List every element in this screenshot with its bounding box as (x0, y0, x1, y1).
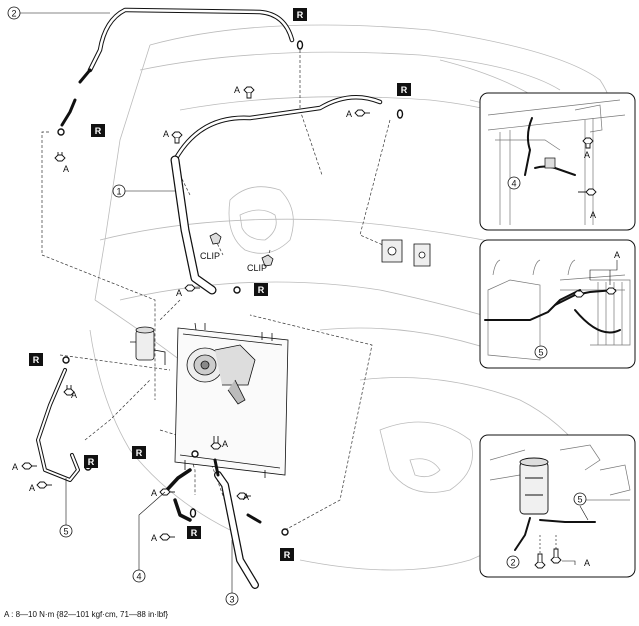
svg-text:5: 5 (63, 527, 68, 537)
svg-text:A: A (176, 288, 182, 298)
a-labels: A A A A A A A A A A A A (12, 85, 352, 543)
detail-inset-1: A A 4 (479, 92, 636, 231)
svg-text:2: 2 (11, 9, 16, 19)
r-mark: R (29, 353, 43, 366)
svg-text:A: A (614, 250, 620, 260)
svg-text:A: A (63, 164, 69, 174)
o-ring (396, 109, 404, 119)
clip-label: CLIP (247, 263, 267, 273)
bolt-icon (534, 553, 546, 569)
callout-1: 1 (112, 184, 175, 198)
svg-text:R: R (258, 285, 265, 295)
svg-text:R: R (33, 355, 40, 365)
o-ring (57, 128, 65, 136)
bolt-icon (54, 152, 66, 162)
line-bracket (381, 239, 431, 267)
r-mark: R (84, 455, 98, 468)
svg-text:5: 5 (577, 495, 582, 505)
svg-text:A: A (234, 85, 240, 95)
o-ring (62, 356, 70, 364)
bolt-icon (36, 481, 52, 489)
svg-text:A: A (12, 462, 18, 472)
r-mark: R (293, 8, 307, 21)
svg-text:R: R (136, 448, 143, 458)
ac-pipes (36, 7, 383, 589)
r-mark: R (254, 283, 268, 296)
clips (209, 232, 274, 267)
svg-text:A: A (29, 483, 35, 493)
r-mark: R (397, 83, 411, 96)
bolt-icon (243, 86, 255, 99)
bolt-icon (605, 287, 617, 295)
svg-text:A: A (222, 439, 228, 449)
r-mark: R (280, 548, 294, 561)
bolt-icon (354, 109, 370, 117)
r-mark: R (187, 526, 201, 539)
torque-note: A : 8—10 N·m {82—101 kgf·cm, 71—88 in·lb… (4, 610, 169, 619)
callout-2: 2 (7, 6, 110, 20)
svg-text:2: 2 (510, 558, 515, 568)
svg-text:A: A (590, 210, 596, 220)
callout-3: 3 (225, 540, 239, 606)
svg-text:A: A (346, 109, 352, 119)
callout-4: 4 (132, 491, 166, 583)
svg-text:A: A (71, 390, 77, 400)
svg-text:A: A (163, 129, 169, 139)
bolt-icon (578, 188, 597, 196)
svg-text:3: 3 (229, 595, 234, 605)
svg-text:A: A (243, 492, 249, 502)
svg-text:R: R (297, 10, 304, 20)
svg-text:4: 4 (136, 572, 141, 582)
bolt-icon (21, 462, 37, 470)
o-ring (281, 528, 289, 536)
o-ring (191, 450, 199, 458)
svg-text:R: R (88, 457, 95, 467)
clip-icon (261, 254, 274, 267)
compressor (186, 344, 256, 405)
r-mark: R (91, 124, 105, 137)
o-ring (189, 508, 197, 518)
svg-text:A: A (151, 533, 157, 543)
pipe-4 (163, 468, 192, 522)
svg-text:A: A (584, 150, 590, 160)
bolt-icon (550, 548, 562, 564)
bolt-icon (573, 290, 585, 298)
bolt-icon (184, 284, 200, 292)
bolt-icon (159, 533, 175, 541)
receiver-drier (130, 326, 166, 365)
bolt-icon (210, 436, 222, 450)
svg-text:A: A (584, 558, 590, 568)
svg-text:A: A (151, 488, 157, 498)
bolt-icon (63, 385, 75, 396)
svg-text:R: R (191, 528, 198, 538)
bolt-icon (171, 131, 183, 144)
detail-inset-2: A 5 (479, 239, 636, 369)
svg-text:5: 5 (538, 348, 543, 358)
svg-text:R: R (401, 85, 408, 95)
callout-5: 5 (59, 478, 73, 538)
o-ring (233, 286, 241, 294)
bolt-icon (236, 492, 251, 500)
r-marks: R R R R R R R R R (29, 8, 411, 561)
r-mark: R (132, 446, 146, 459)
detail-inset-3: A 5 2 (479, 434, 636, 578)
svg-text:R: R (95, 126, 102, 136)
clip-icon (209, 232, 222, 245)
o-ring (296, 40, 304, 50)
svg-text:4: 4 (511, 179, 516, 189)
svg-text:1: 1 (116, 187, 121, 197)
svg-text:R: R (284, 550, 291, 560)
clip-label: CLIP (200, 251, 220, 261)
bolt-icon (582, 137, 594, 149)
